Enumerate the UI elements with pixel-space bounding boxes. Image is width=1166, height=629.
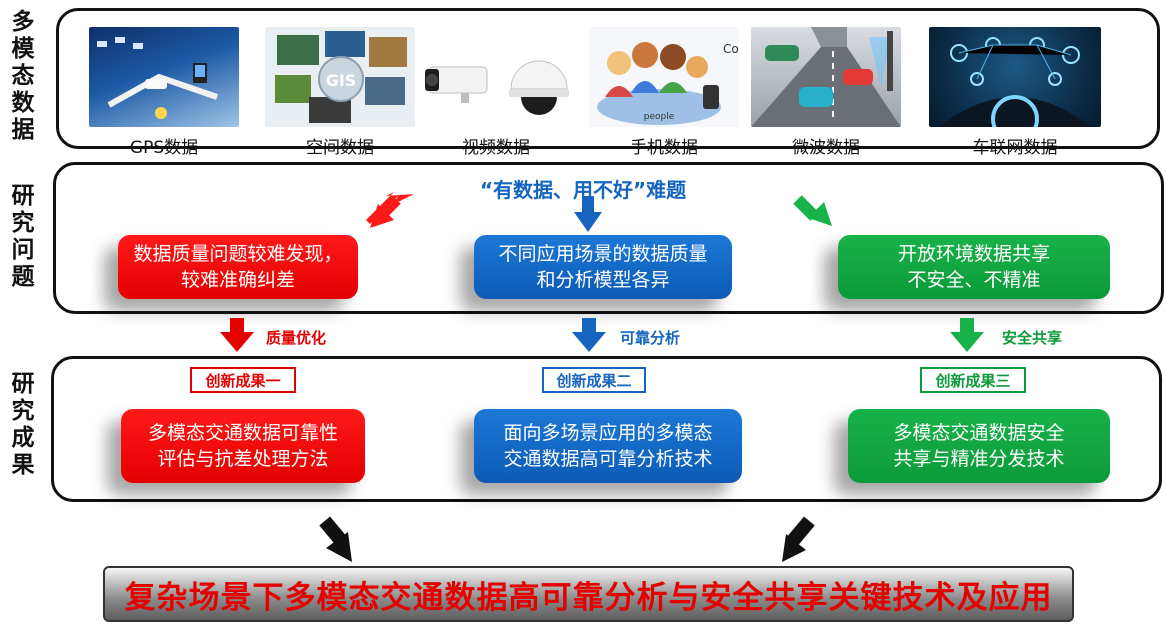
side-label-char: 数 bbox=[11, 89, 35, 116]
side-label-char: 模 bbox=[11, 35, 35, 62]
source-label-video: 视频数据 bbox=[462, 138, 530, 158]
source-label-microwave: 微波数据 bbox=[792, 138, 860, 158]
arrow-diag-green-head bbox=[808, 202, 832, 226]
result-box-sharing: 多模态交通数据安全 共享与精准分发技术 bbox=[848, 409, 1110, 483]
result-1-line-1: 多模态交通数据可靠性 bbox=[147, 422, 338, 444]
source-label-phone: 手机数据 bbox=[630, 138, 698, 158]
side-label-char: 问 bbox=[11, 237, 35, 263]
result-box-reliability: 多模态交通数据可靠性 评估与抗差处理方法 bbox=[121, 409, 365, 483]
side-label-char: 据 bbox=[11, 116, 35, 143]
gps-map-image bbox=[89, 27, 239, 127]
arrow-sharing-head bbox=[950, 332, 984, 352]
side-label-char: 成 bbox=[11, 425, 35, 451]
side-label-char: 多 bbox=[11, 8, 35, 35]
svg-text:Co: Co bbox=[723, 42, 739, 56]
connected-car-image bbox=[929, 27, 1101, 127]
arrow-reliable-shaft bbox=[582, 318, 596, 334]
source-label-gps: GPS数据 bbox=[129, 138, 199, 158]
problem-3-line-1: 开放环境数据共享 bbox=[897, 243, 1050, 265]
result-tag-2: 创新成果二 bbox=[542, 367, 646, 393]
arrow-bottom-left-head bbox=[326, 532, 352, 562]
camera-image bbox=[421, 27, 571, 127]
result-box-analysis: 面向多场景应用的多模态 交通数据高可靠分析技术 bbox=[474, 409, 742, 483]
side-label-char: 研 bbox=[11, 183, 35, 209]
side-label-result: 研究成果 bbox=[6, 366, 40, 484]
problem-1-line-1: 数据质量问题较难发现， bbox=[133, 243, 343, 265]
microwave-road-image bbox=[751, 27, 901, 127]
side-label-char: 题 bbox=[11, 264, 35, 290]
source-video: 视频数据 bbox=[421, 27, 571, 158]
arrow-label-sharing: 安全共享 bbox=[1002, 329, 1063, 347]
problem-box-quality: 数据质量问题较难发现， 较难准确纠差 bbox=[118, 235, 358, 299]
side-label-char: 研 bbox=[11, 371, 35, 397]
data-sources-panel: GPS数据 GIS 空间数据 bbox=[56, 8, 1160, 158]
arrow-bottom-right-head bbox=[782, 534, 806, 562]
side-label-char: 果 bbox=[11, 452, 35, 478]
side-label-char: 究 bbox=[11, 398, 35, 424]
result-1-line-2: 评估与抗差处理方法 bbox=[157, 448, 329, 470]
source-phone: people Co 手机数据 bbox=[589, 27, 739, 158]
arrow-diag-red-shaft bbox=[375, 195, 401, 221]
gis-image: GIS bbox=[265, 27, 415, 127]
source-label-iov: 车联网数据 bbox=[972, 138, 1058, 158]
source-iov: 车联网数据 bbox=[929, 27, 1101, 158]
side-label-char: 究 bbox=[11, 210, 35, 236]
arrow-quality-head bbox=[220, 332, 254, 352]
final-title: 复杂场景下多模态交通数据高可靠分析与安全共享关键技术及应用 bbox=[124, 579, 1053, 616]
result-3-line-2: 共享与精准分发技术 bbox=[893, 448, 1065, 470]
result-2-line-1: 面向多场景应用的多模态 bbox=[503, 422, 713, 444]
problem-2-line-2: 和分析模型各异 bbox=[536, 269, 670, 291]
problem-box-sharing: 开放环境数据共享 不安全、不精准 bbox=[838, 235, 1110, 299]
source-gps: GPS数据 bbox=[89, 27, 239, 158]
final-title-bar: 复杂场景下多模态交通数据高可靠分析与安全共享关键技术及应用 bbox=[103, 566, 1074, 622]
arrow-label-quality: 质量优化 bbox=[266, 329, 327, 347]
result-tag-1: 创新成果一 bbox=[190, 367, 296, 393]
problem-2-line-1: 不同应用场景的数据质量 bbox=[498, 243, 708, 265]
problem-box-scenario: 不同应用场景的数据质量 和分析模型各异 bbox=[474, 235, 732, 299]
arrow-quality-shaft bbox=[230, 318, 244, 334]
result-2-line-2: 交通数据高可靠分析技术 bbox=[503, 448, 713, 470]
problem-3-line-2: 不安全、不精准 bbox=[907, 269, 1041, 291]
arrow-label-reliable: 可靠分析 bbox=[620, 329, 681, 347]
source-spatial: GIS 空间数据 bbox=[265, 27, 415, 158]
svg-text:GIS: GIS bbox=[326, 71, 357, 90]
side-label-problem: 研究问题 bbox=[6, 178, 40, 296]
side-label-data: 多模态数据 bbox=[6, 8, 40, 143]
arrow-down-blue-top-head bbox=[574, 212, 602, 232]
svg-text:people: people bbox=[644, 112, 675, 122]
phone-people-image: people Co bbox=[589, 27, 739, 127]
side-label-char: 态 bbox=[11, 62, 35, 89]
arrow-down-blue-top-shaft bbox=[582, 196, 594, 214]
arrow-reliable-head bbox=[572, 332, 606, 352]
source-microwave: 微波数据 bbox=[751, 27, 901, 158]
result-3-line-1: 多模态交通数据安全 bbox=[893, 422, 1065, 444]
arrow-sharing-shaft bbox=[960, 318, 974, 334]
problem-1-line-2: 较难准确纠差 bbox=[180, 269, 295, 291]
arrow-bottom-right-shaft bbox=[787, 516, 815, 546]
result-tag-3: 创新成果三 bbox=[920, 367, 1026, 393]
source-label-spatial: 空间数据 bbox=[306, 138, 374, 158]
